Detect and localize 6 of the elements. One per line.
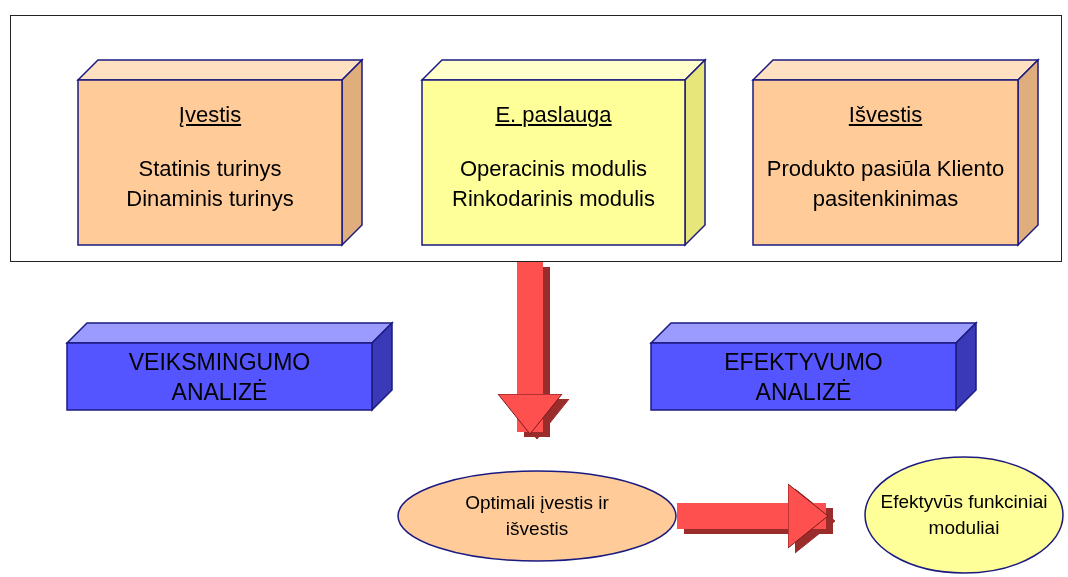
result-ellipse bbox=[864, 456, 1064, 574]
block-arrow bbox=[677, 483, 829, 549]
result-ellipse bbox=[397, 470, 677, 562]
ellipse-text: Optimali įvestis ir išvestis bbox=[464, 491, 610, 541]
ellipse-text: Efektyvūs funkciniai moduliai bbox=[879, 490, 1049, 540]
block-arrow bbox=[497, 262, 563, 435]
